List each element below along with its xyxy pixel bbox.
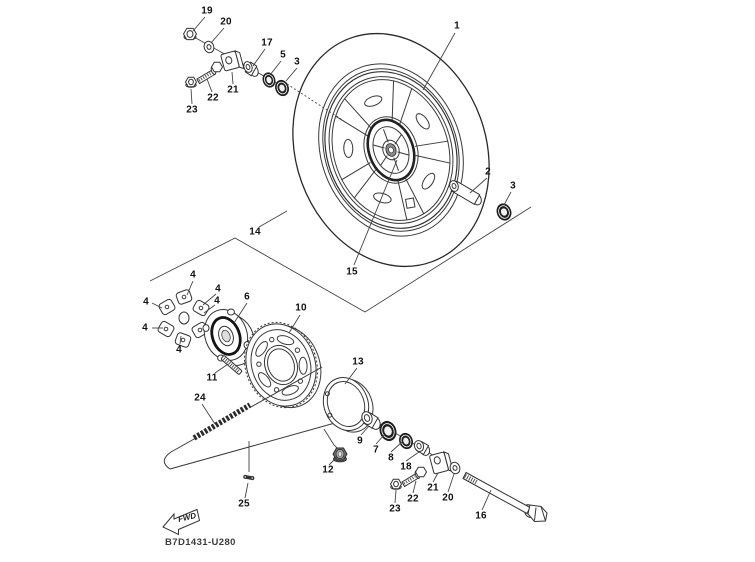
part-callout-20: 20 <box>220 16 232 28</box>
flange-nut-23-bottom <box>389 478 403 490</box>
figure-code: B7D1431-U280 <box>165 537 236 548</box>
sprocket-hub <box>202 308 256 366</box>
part-callout-14: 14 <box>249 226 261 238</box>
stud-bolt-11 <box>220 355 243 375</box>
part-callout-8: 8 <box>388 452 394 464</box>
wheel-spokes <box>335 80 451 221</box>
part-callout-22: 22 <box>207 92 219 104</box>
collar-18 <box>413 440 431 456</box>
part-callout-4: 4 <box>176 344 182 356</box>
part-callout-3: 3 <box>510 180 516 192</box>
part-callout-21: 21 <box>227 84 239 96</box>
part-callout-11: 11 <box>206 372 218 384</box>
part-callout-16: 16 <box>475 510 487 522</box>
bearing-3-right <box>496 203 512 221</box>
part-callout-13: 13 <box>352 356 364 368</box>
fwd-label: FWD <box>177 511 197 524</box>
part-callout-24: 24 <box>194 392 206 404</box>
drive-chain <box>163 366 336 470</box>
part-callout-4: 4 <box>215 283 221 295</box>
part-callout-2: 2 <box>485 166 491 178</box>
part-callout-4: 4 <box>142 322 148 334</box>
oil-seal-5 <box>262 72 276 88</box>
part-callout-5: 5 <box>280 49 286 61</box>
part-callout-22: 22 <box>407 493 419 505</box>
tire <box>292 32 490 268</box>
part-callout-12: 12 <box>322 464 334 476</box>
part-callout-1: 1 <box>454 20 460 32</box>
part-callout-4: 4 <box>190 269 196 281</box>
bushing-9 <box>361 411 381 430</box>
collar-17 <box>243 61 259 77</box>
part-callout-23: 23 <box>186 104 198 116</box>
wheel-hub <box>363 116 419 184</box>
part-callout-9: 9 <box>357 435 363 447</box>
part-callout-18: 18 <box>400 461 412 473</box>
part-callout-17: 17 <box>261 37 273 49</box>
part-callout-4: 4 <box>214 295 220 307</box>
axle-spacer-2 <box>449 180 482 206</box>
part-callout-10: 10 <box>295 302 307 314</box>
part-callout-25: 25 <box>238 498 250 510</box>
part-callout-19: 19 <box>201 5 213 17</box>
flange-nut-23-top <box>184 76 198 88</box>
washer-20-bottom <box>449 461 461 475</box>
part-callout-23: 23 <box>389 503 401 515</box>
part-callout-4: 4 <box>143 296 149 308</box>
o-ring-6 <box>210 316 242 356</box>
part-callout-7: 7 <box>373 444 379 456</box>
part-callout-21: 21 <box>427 482 439 494</box>
part-callout-15: 15 <box>346 266 358 278</box>
axle-shaft-16 <box>462 471 548 523</box>
drive-sprocket <box>243 321 322 409</box>
adjust-bolt-22-bottom <box>401 466 428 488</box>
fwd-arrow: FWD <box>162 508 201 536</box>
part-callout-20: 20 <box>442 492 454 504</box>
washer-20-top <box>203 40 215 54</box>
adjust-bolt-22-top <box>196 61 224 85</box>
part-callout-3: 3 <box>294 56 300 68</box>
leader-lines <box>151 16 512 511</box>
chain-puller-block-top <box>220 50 245 72</box>
part-callout-6: 6 <box>244 291 250 303</box>
bearing-3-left <box>275 79 289 97</box>
oil-seal-8 <box>399 432 413 450</box>
bearing-7 <box>379 420 397 442</box>
chain-clip-25 <box>243 474 255 481</box>
rear-wheel <box>292 32 490 268</box>
